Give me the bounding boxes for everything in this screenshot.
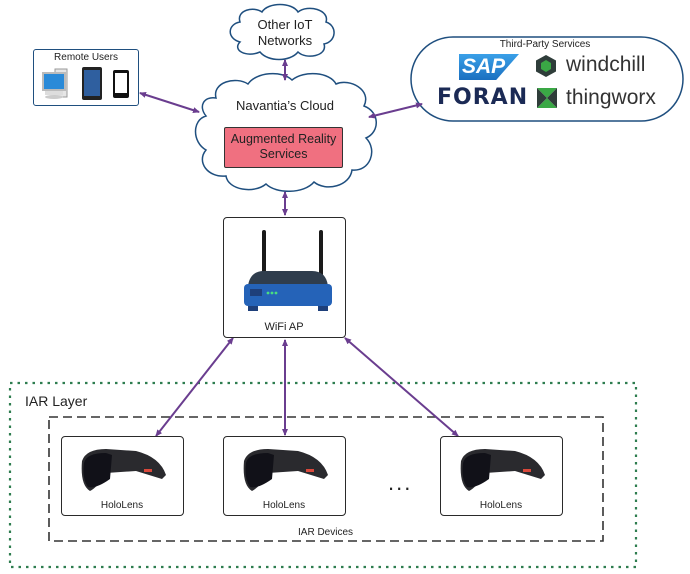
hololens-device-3: HoloLens — [440, 436, 563, 516]
other-iot-networks-label: Other IoT Networks — [240, 17, 330, 49]
wifi-ap-box: WiFi AP — [223, 217, 346, 338]
wifi-router-icon — [244, 230, 332, 311]
other-iot-line1: Other IoT — [257, 17, 313, 32]
smartphone-icon — [113, 70, 129, 98]
sap-logo: SAP — [459, 54, 519, 80]
ar-services-line2: Services — [259, 147, 308, 161]
ar-services-line1: Augmented Reality — [230, 132, 337, 146]
hololens-device-1: HoloLens — [61, 436, 184, 516]
ar-services-box: Augmented Reality Services — [224, 127, 343, 168]
wifi-ap-label: WiFi AP — [264, 321, 304, 333]
thingworx-logo-text: thingworx — [566, 86, 656, 109]
sap-logo-text: SAP — [462, 55, 506, 78]
thingworx-icon — [537, 88, 557, 108]
hololens-label: HoloLens — [479, 500, 523, 511]
hololens-headset-icon — [81, 449, 166, 491]
hololens-label: HoloLens — [262, 500, 306, 511]
iar-layer-label: IAR Layer — [25, 393, 88, 409]
other-iot-line2: Networks — [257, 33, 313, 48]
remote-users-box: Remote Users — [33, 49, 139, 106]
iar-devices-label: IAR Devices — [298, 527, 354, 538]
hololens-label: HoloLens — [100, 500, 144, 511]
foran-logo: FORAN — [437, 85, 529, 110]
arrow-wifi-hololens-1 — [155, 337, 234, 437]
arrow-remote-cloud — [139, 91, 200, 114]
windchill-icon — [536, 55, 556, 77]
other-iot-cloud-shape — [229, 3, 335, 61]
iar-devices-border — [48, 416, 604, 542]
hololens-headset-icon — [243, 449, 328, 491]
tablet-icon — [82, 67, 102, 100]
hololens-device-2: HoloLens — [223, 436, 346, 516]
arrow-cloud-thirdparty — [368, 102, 423, 119]
third-party-services-label: Third-Party Services — [499, 39, 591, 50]
desktop-computer-icon — [42, 68, 68, 99]
hololens-headset-icon — [460, 449, 545, 491]
navantia-cloud-label: Navantia’s Cloud — [235, 98, 335, 113]
arrow-wifi-hololens-3 — [344, 337, 459, 437]
more-devices-ellipsis: ... — [388, 470, 413, 495]
remote-users-label: Remote Users — [54, 52, 118, 63]
windchill-logo-text: windchill — [566, 53, 646, 76]
